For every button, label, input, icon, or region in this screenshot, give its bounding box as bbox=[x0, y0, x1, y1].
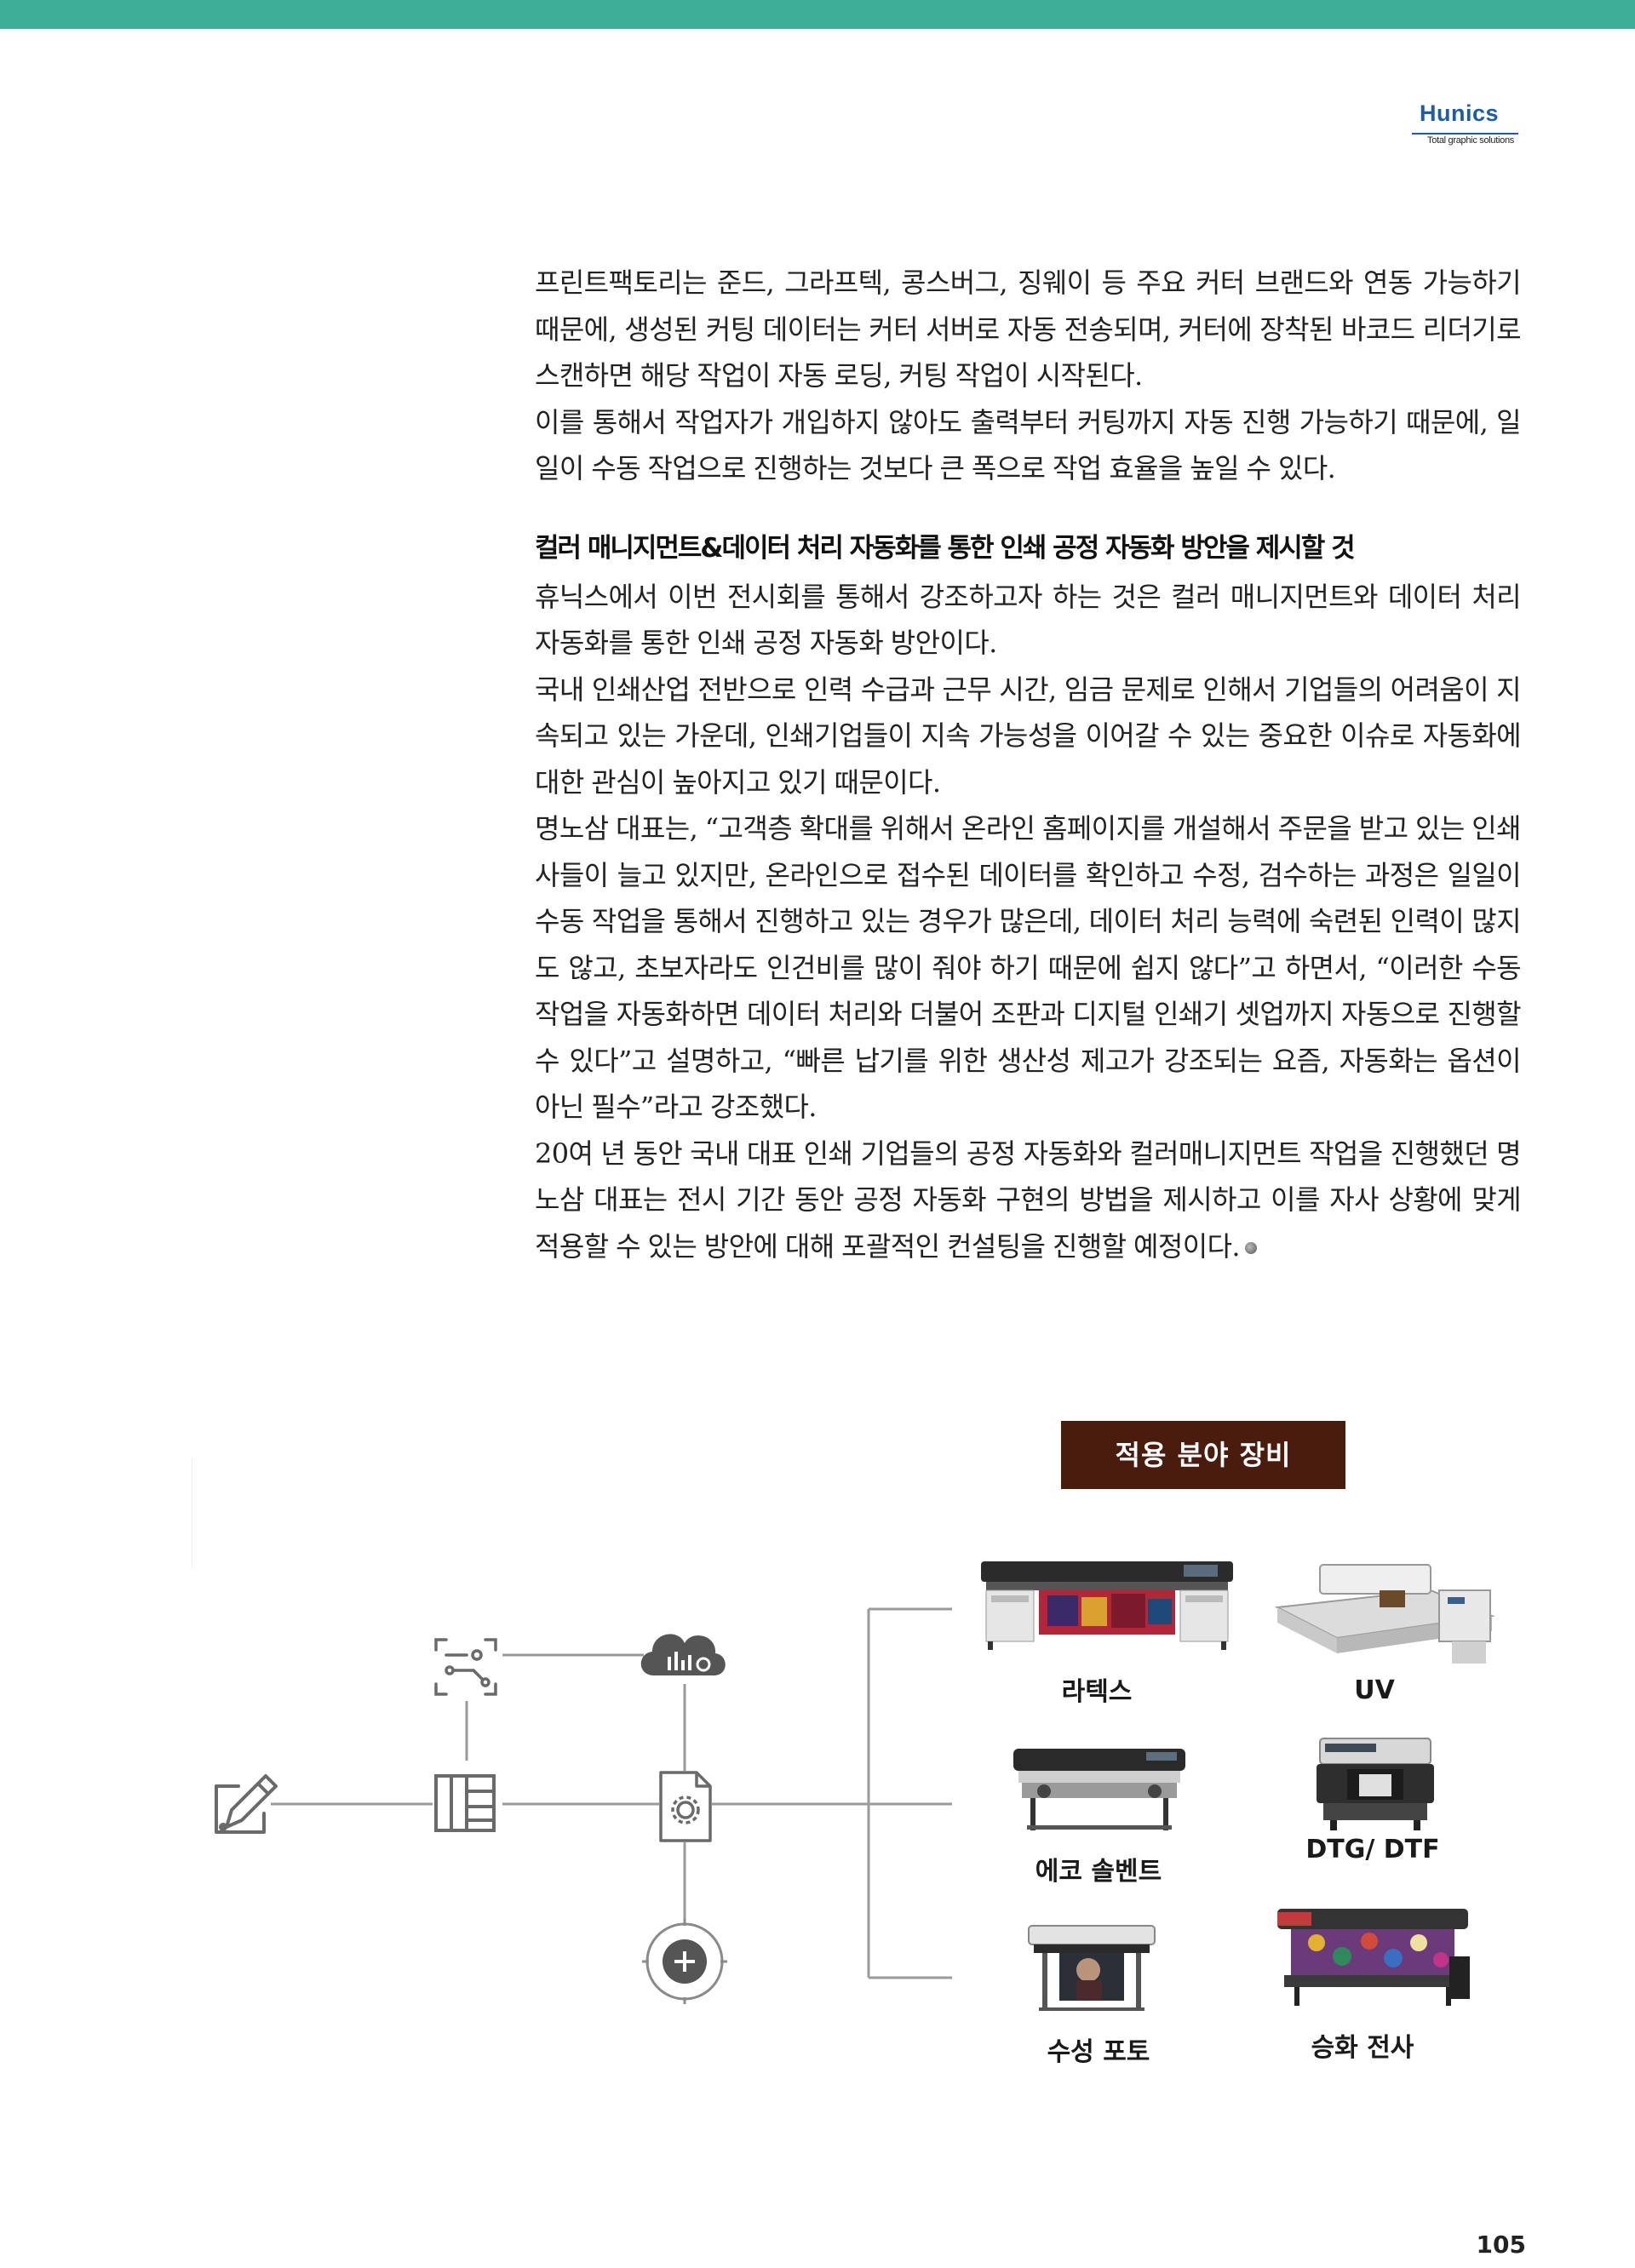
add-target-icon bbox=[642, 1919, 727, 2004]
device-label-dtg-dtf: DTG/ DTF bbox=[1305, 1835, 1440, 1864]
end-mark-icon bbox=[1245, 1242, 1257, 1254]
paragraph: 명노삼 대표는, “고객층 확대를 위해서 온라인 홈페이지를 개설해서 주문을… bbox=[535, 812, 1522, 1123]
paragraph: 이를 통해서 작업자가 개입하지 않아도 출력부터 커팅까지 자동 진행 가능하… bbox=[535, 405, 1522, 485]
top-accent-bar bbox=[0, 0, 1635, 29]
paragraph-last: 20여 년 동안 국내 대표 인쇄 기업들의 공정 자동화와 컬러매니지먼트 작… bbox=[535, 1131, 1522, 1270]
paragraph: 프린트팩토리는 준드, 그라프텍, 콩스버그, 징웨이 등 주요 커터 브랜드와… bbox=[535, 266, 1522, 392]
logo-tagline: Total graphic solutions bbox=[1427, 135, 1514, 146]
paragraph: 국내 인쇄산업 전반으로 인력 수급과 근무 시간, 임금 문제로 인해서 기업… bbox=[535, 673, 1522, 799]
diagram-title-box: 적용 분야 장비 bbox=[1061, 1421, 1345, 1489]
aqueous-photo-printer-image bbox=[1028, 1925, 1156, 2011]
logo-underline bbox=[1412, 133, 1518, 135]
uv-printer-image bbox=[1274, 1564, 1495, 1664]
device-label-uv: UV bbox=[1354, 1675, 1395, 1705]
scan-flow-icon bbox=[434, 1638, 497, 1696]
layout-grid-icon bbox=[434, 1774, 496, 1832]
dtg-dtf-printer-image bbox=[1317, 1738, 1434, 1830]
cloud-chart-icon bbox=[640, 1634, 726, 1675]
eco-solvent-printer-image bbox=[1013, 1749, 1185, 1830]
sublimation-printer-image bbox=[1277, 1909, 1470, 2006]
latex-printer-image bbox=[981, 1561, 1233, 1650]
paragraph-text: 20여 년 동안 국내 대표 인쇄 기업들의 공정 자동화와 컬러매니지먼트 작… bbox=[535, 1137, 1522, 1263]
document-gear-icon bbox=[659, 1771, 712, 1842]
device-label-eco-solvent: 에코 솔벤트 bbox=[1035, 1857, 1162, 1887]
hunics-logo: Hunics Total graphic solutions bbox=[1405, 100, 1533, 152]
logo-brand: Hunics bbox=[1419, 100, 1499, 126]
article-body: 프린트팩토리는 준드, 그라프텍, 콩스버그, 징웨이 등 주요 커터 브랜드와… bbox=[535, 260, 1522, 1270]
paragraph: 휴닉스에서 이번 전시회를 통해서 강조하고자 하는 것은 컬러 매니지먼트와 … bbox=[535, 580, 1522, 660]
section-heading: 컬러 매니지먼트&데이터 처리 자동화를 통한 인쇄 공정 자동화 방안을 제시… bbox=[535, 532, 1356, 564]
device-label-sublimation: 승화 전사 bbox=[1311, 2033, 1414, 2063]
device-label-aqueous-photo: 수성 포토 bbox=[1047, 2037, 1150, 2067]
spacer bbox=[535, 492, 1521, 523]
device-label-latex: 라텍스 bbox=[1061, 1677, 1133, 1707]
page-number: 105 bbox=[1476, 2231, 1526, 2259]
edit-icon bbox=[215, 1774, 278, 1834]
